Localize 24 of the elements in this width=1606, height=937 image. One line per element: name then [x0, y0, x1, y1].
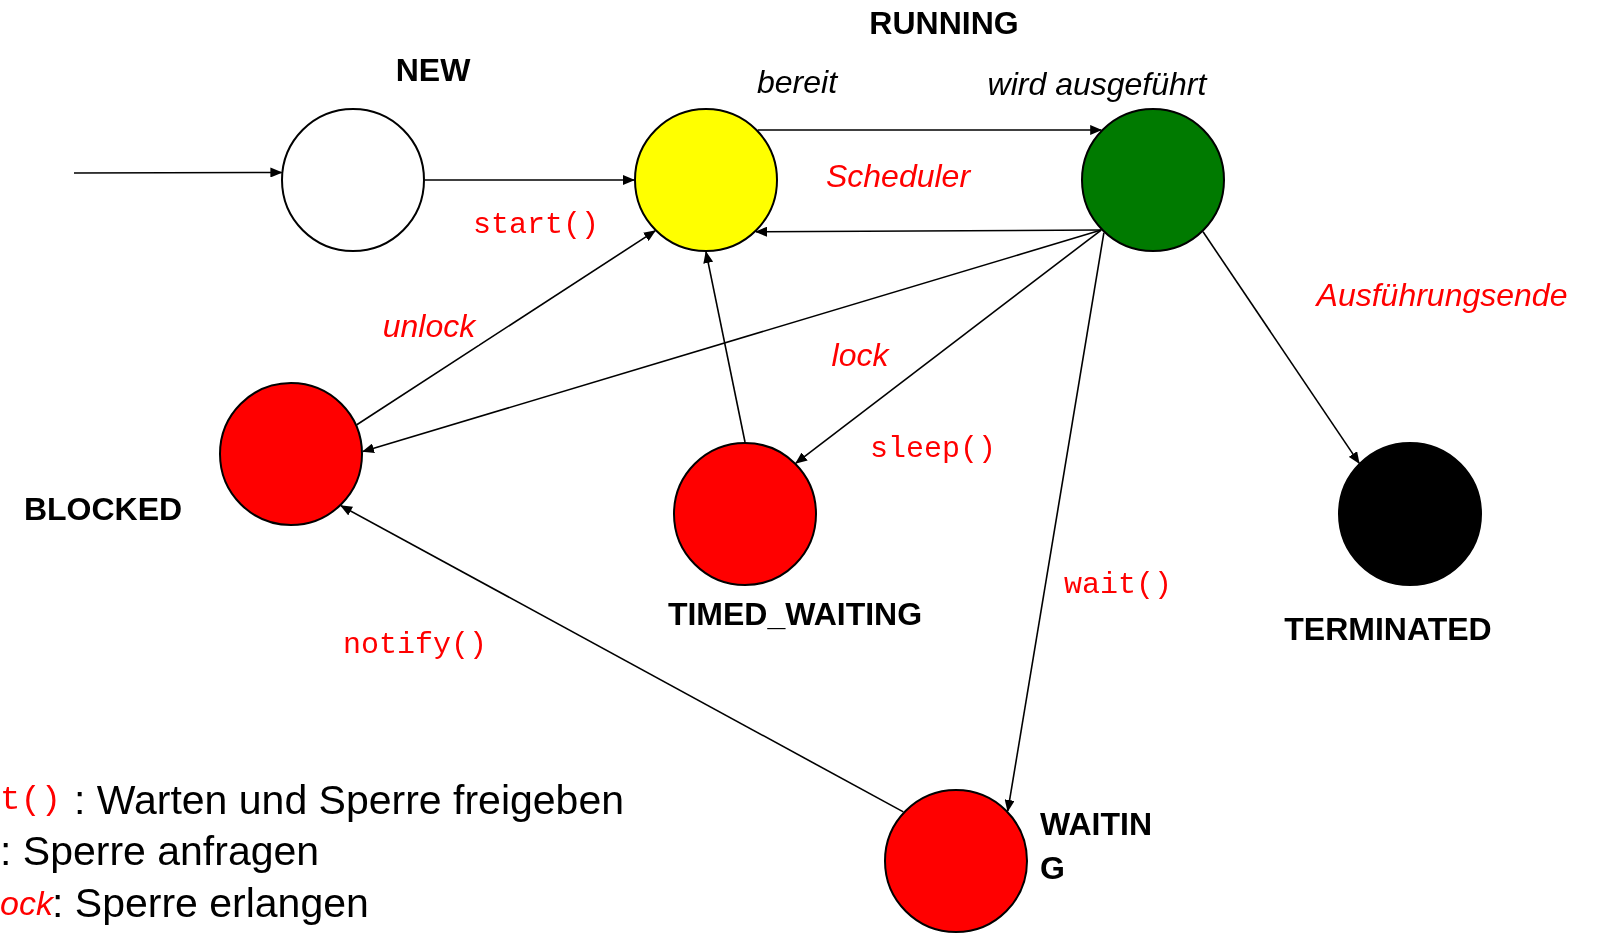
state-name: WAITIN G — [1040, 805, 1153, 888]
transition-arrow — [795, 229, 1102, 464]
state-name: bereit — [755, 63, 839, 102]
transition-arrow — [757, 125, 1103, 135]
state-name: TERMINATED — [1283, 610, 1493, 649]
transition-arrow — [755, 226, 1102, 237]
transition-arrow — [340, 505, 905, 813]
state-name: TIMED_WAITING — [666, 595, 924, 634]
transition-arrow — [1202, 231, 1360, 464]
legend-note: : Warten und Sperre freigeben — [74, 777, 625, 825]
transition-arrow — [703, 251, 746, 443]
state-name: NEW — [394, 51, 472, 90]
state-name: BLOCKED — [22, 490, 184, 529]
transition-arrow — [355, 230, 656, 426]
transition-arrow — [73, 167, 283, 178]
legend-note: : Sperre anfragen — [0, 828, 320, 876]
transition-arrow — [424, 175, 635, 185]
transition-arrow — [362, 229, 1102, 454]
state-group-title: RUNNING — [869, 4, 1019, 42]
transition-label: Scheduler — [825, 157, 971, 195]
method-name: t() — [0, 781, 62, 821]
state-name: wird ausgeführt — [986, 65, 1209, 104]
event-name: ock — [0, 884, 53, 924]
transition-arrow — [1004, 231, 1105, 812]
